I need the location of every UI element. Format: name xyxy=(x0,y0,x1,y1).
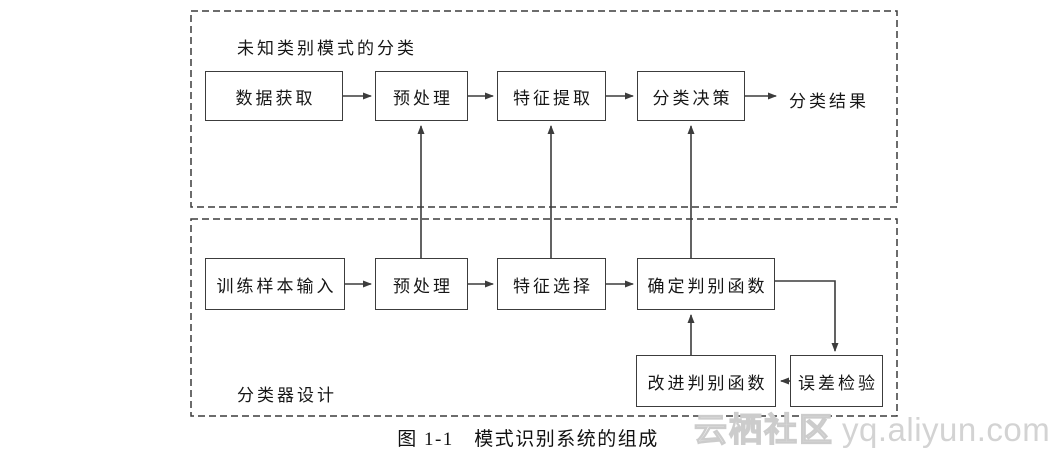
node-feature-selection: 特征选择 xyxy=(497,258,606,310)
section-label-unknown-classification: 未知类别模式的分类 xyxy=(237,39,417,58)
figure-caption: 图 1-1 模式识别系统的组成 xyxy=(397,429,659,450)
section-frame-bottom xyxy=(190,218,898,417)
section-frame-top xyxy=(190,10,898,208)
node-feature-extraction: 特征提取 xyxy=(497,71,606,121)
node-preprocessing-bottom: 预处理 xyxy=(375,258,468,310)
section-label-classifier-design: 分类器设计 xyxy=(237,386,337,405)
arrow-determine-to-errorcheck xyxy=(775,280,839,352)
node-training-sample-input: 训练样本输入 xyxy=(205,258,345,310)
node-data-acquisition: 数据获取 xyxy=(205,71,343,121)
node-preprocessing-top: 预处理 xyxy=(375,71,468,121)
node-determine-discriminant-function: 确定判别函数 xyxy=(637,258,775,310)
label-classification-result: 分类结果 xyxy=(789,92,869,111)
node-improve-discriminant-function: 改进判别函数 xyxy=(636,355,776,407)
node-classification-decision: 分类决策 xyxy=(637,71,745,121)
node-error-check: 误差检验 xyxy=(790,355,883,407)
